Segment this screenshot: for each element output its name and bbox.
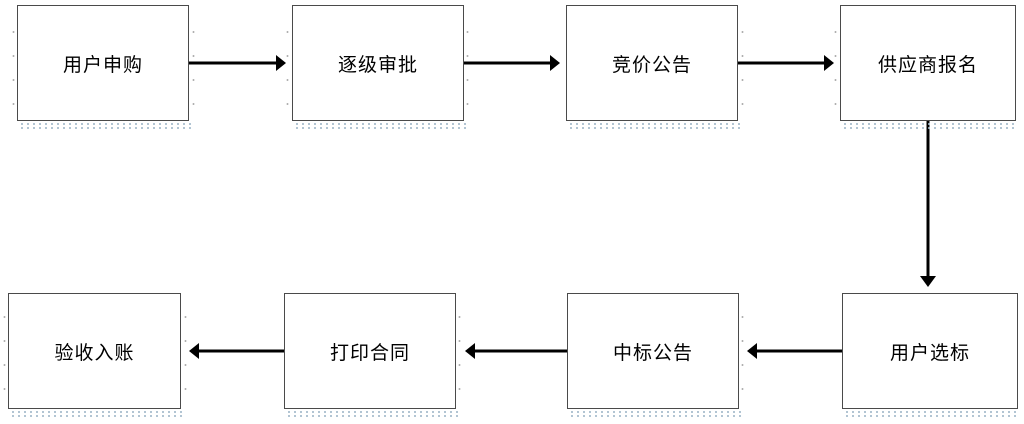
arrow-contract-to-acceptance xyxy=(189,343,284,359)
step-label: 竞价公告 xyxy=(611,53,692,76)
step-label: 用户选标 xyxy=(889,341,970,364)
step-box-acceptance-entry: 验收入账 xyxy=(8,293,181,409)
box-shadow-dots xyxy=(842,122,1018,130)
step-label: 供应商报名 xyxy=(877,53,978,76)
side-ticks xyxy=(12,20,15,116)
arrow-apply-to-approval xyxy=(189,55,286,71)
step-label: 逐级审批 xyxy=(337,53,418,76)
step-box-supplier-registration: 供应商报名 xyxy=(840,5,1016,121)
side-ticks xyxy=(3,305,6,401)
step-box-approval: 逐级审批 xyxy=(292,5,464,121)
step-box-award-notice: 中标公告 xyxy=(567,293,739,409)
step-label: 打印合同 xyxy=(329,341,410,364)
side-ticks xyxy=(834,20,837,116)
box-shadow-dots xyxy=(19,122,191,130)
box-shadow-dots xyxy=(10,410,183,418)
box-shadow-dots xyxy=(569,410,741,418)
step-box-user-apply: 用户申购 xyxy=(17,5,189,121)
step-box-user-selection: 用户选标 xyxy=(842,293,1018,409)
arrow-approval-to-bid-notice xyxy=(464,55,560,71)
box-shadow-dots xyxy=(294,122,466,130)
arrow-award-notice-to-contract xyxy=(465,343,567,359)
side-ticks xyxy=(286,20,289,116)
step-label: 验收入账 xyxy=(54,341,135,364)
box-shadow-dots xyxy=(844,410,1020,418)
step-box-bid-notice: 竞价公告 xyxy=(566,5,738,121)
side-ticks xyxy=(192,20,195,116)
box-shadow-dots xyxy=(286,410,458,418)
side-ticks xyxy=(741,305,744,401)
side-ticks xyxy=(741,20,744,116)
arrow-selection-to-award-notice xyxy=(747,343,842,359)
step-label: 用户申购 xyxy=(62,53,143,76)
side-ticks xyxy=(466,20,469,116)
arrow-bid-notice-to-registration xyxy=(738,55,834,71)
side-ticks xyxy=(458,305,461,401)
step-label: 中标公告 xyxy=(612,341,693,364)
arrow-registration-to-selection xyxy=(920,121,936,287)
side-ticks xyxy=(184,305,187,401)
step-box-print-contract: 打印合同 xyxy=(284,293,456,409)
box-shadow-dots xyxy=(568,122,740,130)
